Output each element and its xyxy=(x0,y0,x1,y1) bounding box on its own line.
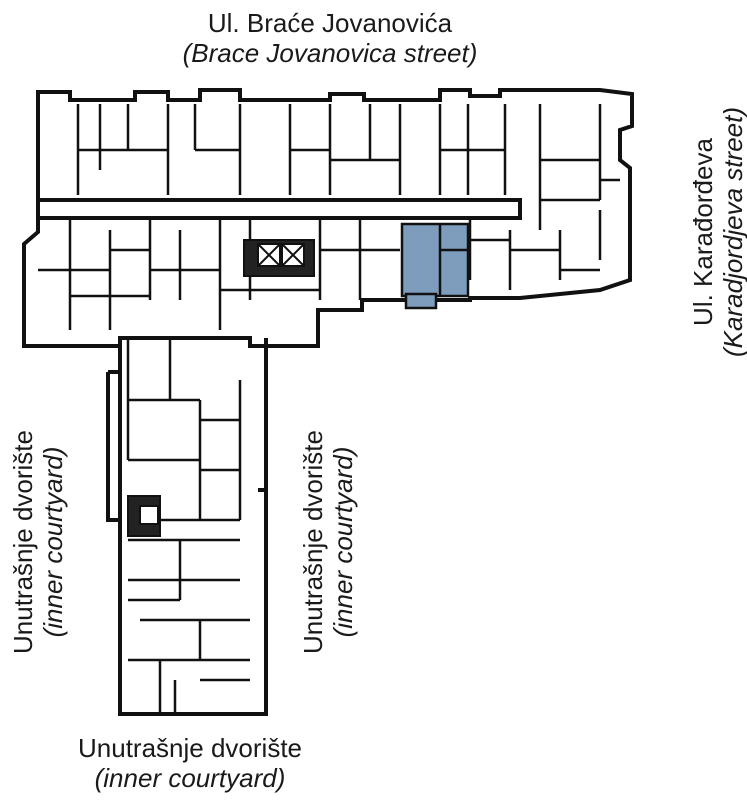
courtyard-name-mid: Unutrašnje dvorište xyxy=(298,430,328,654)
courtyard-label-bottom: Unutrašnje dvorište (inner courtyard) xyxy=(0,733,380,793)
building-outline xyxy=(22,88,634,348)
stair-core xyxy=(127,495,161,537)
courtyard-label-mid: Unutrašnje dvorište (inner courtyard) xyxy=(298,372,362,712)
courtyard-name-bottom: Unutrašnje dvorište xyxy=(78,733,302,763)
courtyard-name-left: Unutrašnje dvorište xyxy=(8,430,38,654)
street-label-right: Ul. Karađorđeva (Karadjordjeva street) xyxy=(688,52,747,412)
street-label-top: Ul. Braće Jovanovića (Brace Jovanovica s… xyxy=(0,8,660,68)
courtyard-label-left: Unutrašnje dvorište (inner courtyard) xyxy=(8,372,72,712)
courtyard-name-left-en: (inner courtyard) xyxy=(38,446,68,638)
elevator-core xyxy=(243,239,315,277)
street-name-right-en: (Karadjordjeva street) xyxy=(718,107,747,357)
street-name-right: Ul. Karađorđeva xyxy=(688,138,718,326)
interior-walls xyxy=(38,104,620,714)
highlighted-unit[interactable] xyxy=(400,222,470,310)
courtyard-name-mid-en: (inner courtyard) xyxy=(328,446,358,638)
street-name-top: Ul. Braće Jovanovića xyxy=(207,8,453,38)
lower-wing-outline xyxy=(106,338,268,716)
street-name-top-en: (Brace Jovanovica street) xyxy=(182,38,478,68)
courtyard-name-bottom-en: (inner courtyard) xyxy=(94,763,286,793)
